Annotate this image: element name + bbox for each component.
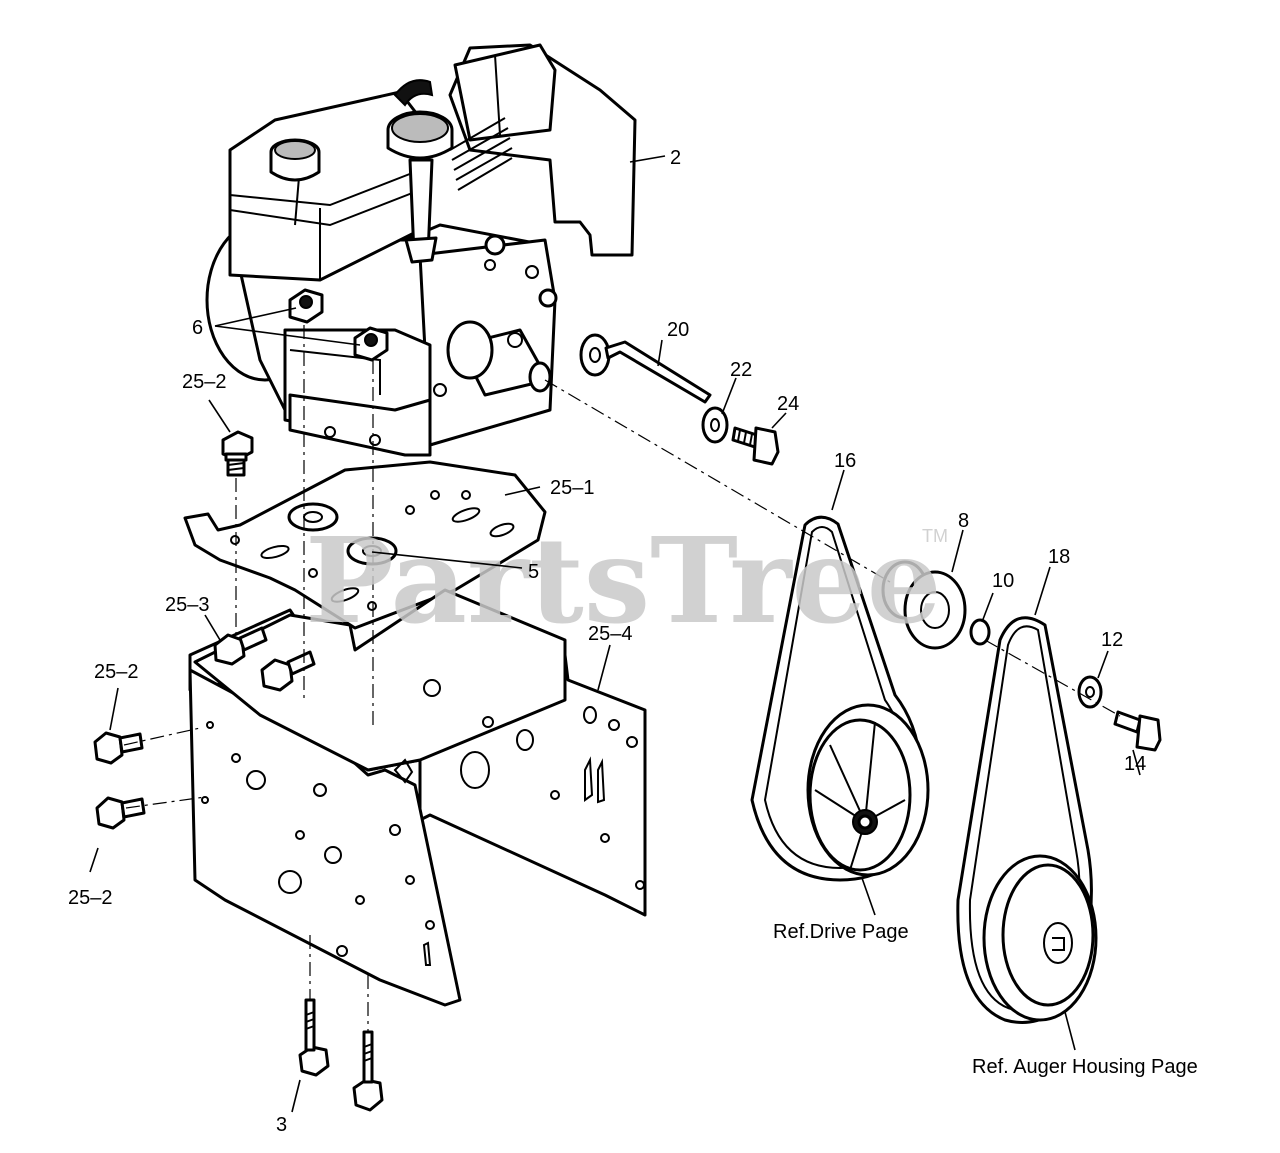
callout-10: 10 [992, 570, 1014, 592]
callout-18: 18 [1048, 546, 1070, 568]
callout-16: 16 [834, 450, 856, 472]
callout-25-2-mid: 25–2 [94, 661, 139, 683]
callout-14: 14 [1124, 753, 1146, 775]
svg-text:TM: TM [922, 526, 948, 546]
shaft-hardware [579, 333, 780, 466]
frame-housing [188, 588, 647, 1007]
callout-25-1: 25–1 [550, 477, 595, 499]
bolt-25-2-top [221, 430, 254, 477]
callout-22: 22 [730, 359, 752, 381]
assembly-center-lines [123, 325, 1121, 1032]
callout-8: 8 [958, 510, 969, 532]
callout-25-2-top: 25–2 [182, 371, 227, 393]
drive-belt-16 [750, 515, 930, 882]
bolt-25-3 [213, 626, 316, 692]
bolt-3 [298, 998, 384, 1112]
callout-5: 5 [528, 561, 539, 583]
ref-drive-page: Ref.Drive Page [773, 921, 909, 943]
callout-3: 3 [276, 1114, 287, 1136]
partstree-watermark: PartsTree TM [305, 511, 948, 650]
callout-6: 6 [192, 317, 203, 339]
svg-text:PartsTree: PartsTree [305, 511, 942, 650]
callout-25-4: 25–4 [588, 623, 633, 645]
engine-pulley-8 [881, 560, 1162, 752]
bolt-25-2-side [93, 731, 146, 830]
callout-25-3: 25–3 [165, 594, 210, 616]
star-washer-icon [287, 502, 398, 566]
engine-assembly [205, 43, 637, 457]
callout-2: 2 [670, 147, 681, 169]
lock-nut-icon [288, 288, 389, 362]
callout-24: 24 [777, 393, 799, 415]
ref-auger-housing-page: Ref. Auger Housing Page [972, 1056, 1198, 1078]
callout-25-2-bot: 25–2 [68, 887, 113, 909]
callout-20: 20 [667, 319, 689, 341]
leader-lines [89, 155, 1141, 1113]
callout-12: 12 [1101, 629, 1123, 651]
callout-labels: 2 6 20 22 24 25–2 25–1 16 8 5 10 18 25–3… [68, 147, 1198, 1136]
auger-belt-18 [956, 616, 1098, 1024]
mounting-plate [183, 460, 547, 630]
